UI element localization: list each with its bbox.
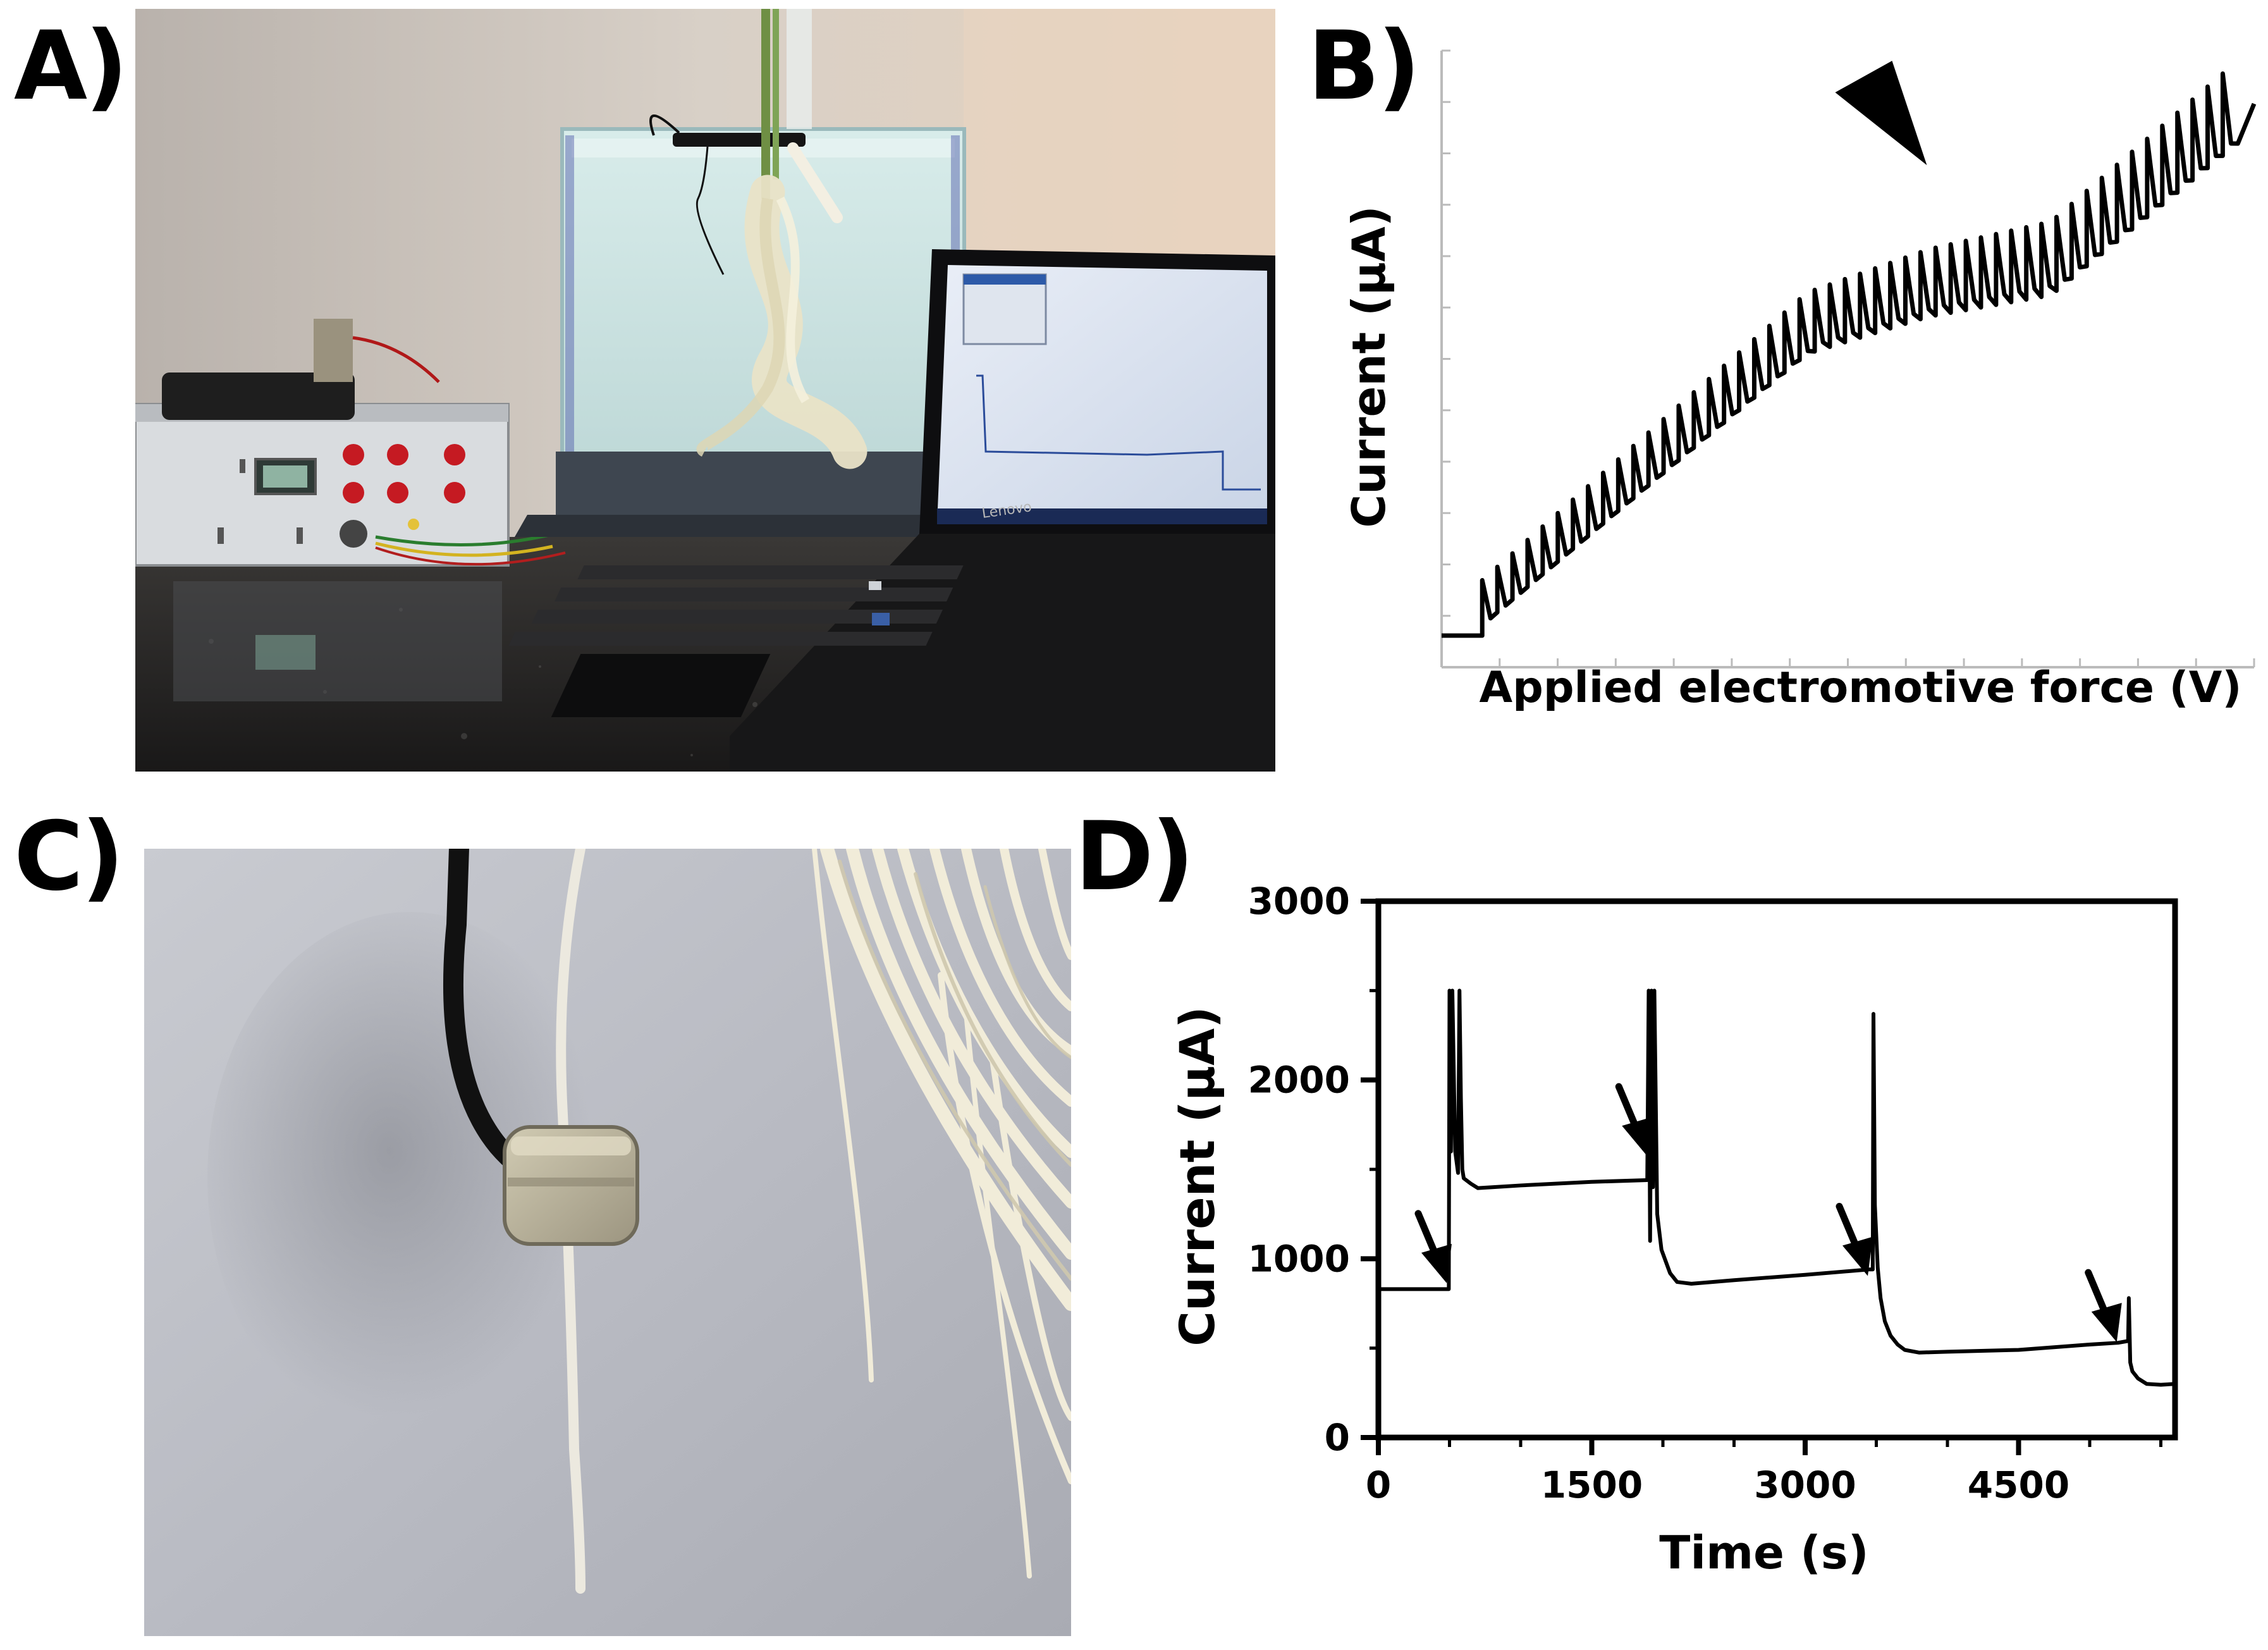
setup-photo-illustration: Lenovo [135, 9, 1275, 772]
panel-d-y-tick-label: 0 [1325, 1416, 1350, 1459]
panel-label-d: D) [1075, 802, 1194, 912]
panel-d-arrow [1836, 1203, 1873, 1276]
panel-d-series-line [1378, 988, 2176, 1387]
panel-label-c: C) [14, 802, 125, 912]
panel-d-y-tick-label: 3000 [1248, 880, 1350, 923]
panel-b-x-axis-title: Applied electromotive force (V) [1480, 663, 2242, 713]
panel-d-x-tick-label: 1500 [1541, 1463, 1643, 1506]
panel-d-x-tick-label: 0 [1366, 1463, 1391, 1506]
panel-d-x-tick-label: 4500 [1968, 1463, 2069, 1506]
panel-d-plot-frame [1375, 898, 2178, 1441]
panel-b-arrowhead-marker [1835, 61, 1927, 166]
panel-b-y-axis-title: Current (µA) [1342, 206, 1395, 527]
panel-d-chart-svg: 0 1000 2000 3000 0 1500 3000 4500 Time (s) Curr… [1169, 880, 2178, 1579]
panel-a-photo: Lenovo [135, 9, 1275, 772]
panel-d-arrow [1615, 1083, 1653, 1157]
panel-d-ticks: 0 1000 2000 3000 0 1500 3000 4500 [1248, 880, 2162, 1506]
panel-d-x-axis-title: Time (s) [1659, 1526, 1868, 1579]
panel-b-chart-svg: Applied electromotive force (V) Current … [1342, 49, 2257, 713]
panel-b-axes [1440, 49, 2255, 668]
panel-d-arrow [2085, 1269, 2122, 1343]
panel-b-series-line [1442, 71, 2257, 638]
panel-d-chart: 0 1000 2000 3000 0 1500 3000 4500 Time (s) Curr… [1169, 873, 2268, 1650]
panel-d-arrows [1414, 1083, 2122, 1343]
panel-label-a: A) [14, 11, 128, 121]
electrode-photo-illustration [144, 849, 1071, 1636]
panel-d-axes [1375, 898, 2178, 1441]
panel-b-chart: Applied electromotive force (V) Current … [1303, 38, 2268, 713]
panel-d-y-tick-label: 1000 [1248, 1237, 1350, 1280]
panel-d-y-tick-label: 2000 [1248, 1059, 1350, 1102]
panel-d-arrow [1414, 1210, 1452, 1283]
panel-label-b: B) [1308, 11, 1421, 121]
panel-d-x-tick-label: 3000 [1754, 1463, 1856, 1506]
panel-c-photo [144, 849, 1071, 1636]
panel-d-y-axis-title: Current (µA) [1169, 1006, 1225, 1346]
